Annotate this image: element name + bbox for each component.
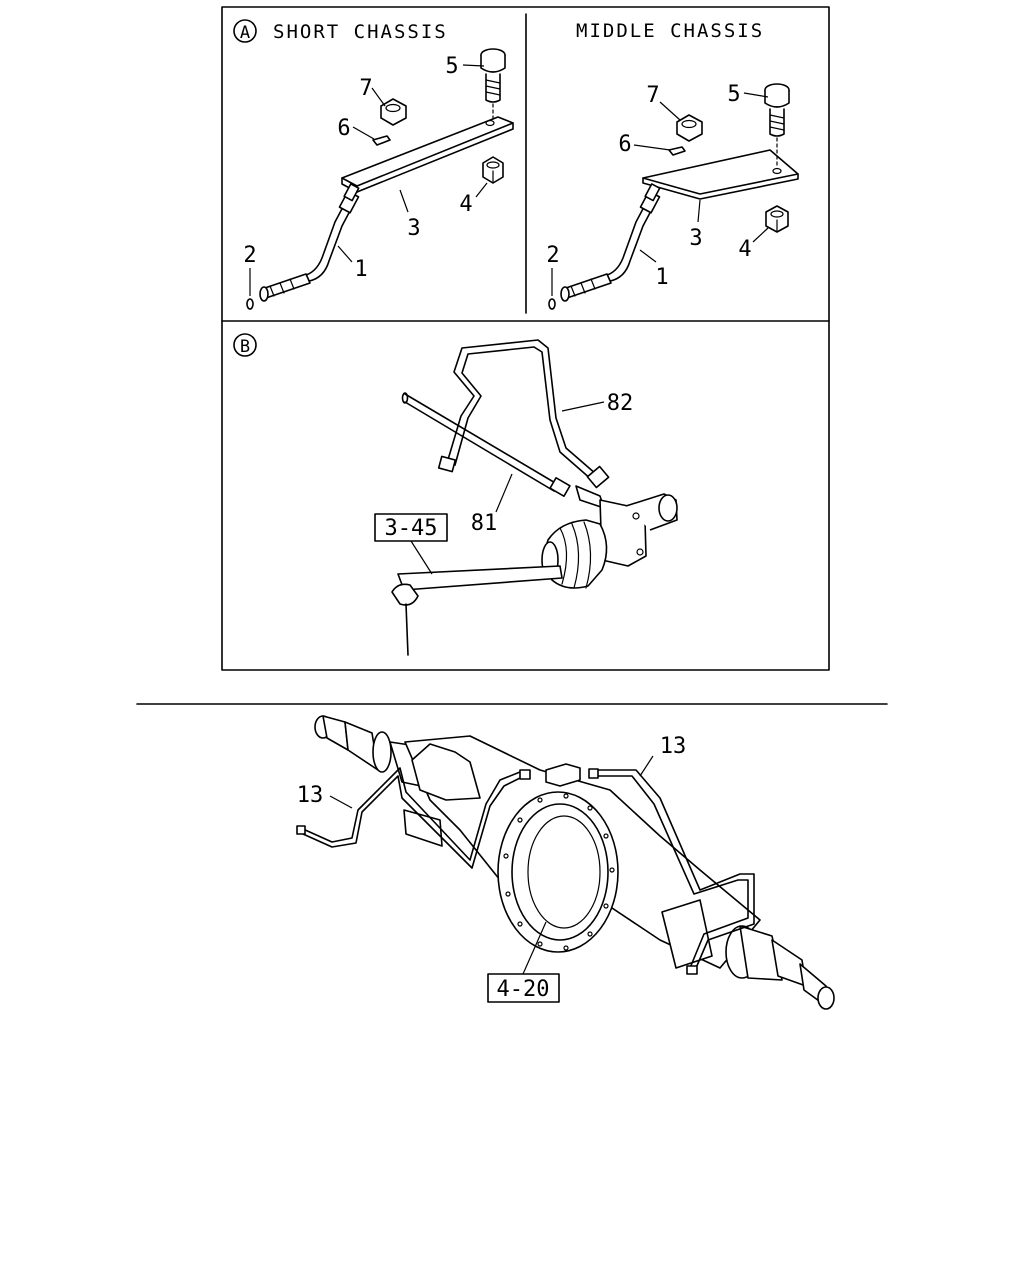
right-spindle-icon (739, 925, 835, 1010)
bracket-hole (485, 119, 495, 127)
washer-6-icon (372, 135, 391, 146)
breather-icon (545, 763, 581, 787)
upper-frame (221, 6, 830, 671)
hose-1-icon (259, 183, 360, 302)
callout-7: 7 (359, 76, 372, 101)
axle-assembly: 13 13 4-20 (296, 715, 835, 1010)
leader (743, 92, 769, 98)
banjo-ring (497, 791, 619, 953)
pipe-13-left-icon (296, 767, 531, 869)
leader (697, 199, 701, 223)
panel-a-short-chassis: A SHORT CHASSIS (233, 19, 514, 310)
leader (752, 227, 769, 243)
callout-1: 1 (655, 265, 668, 290)
leader (337, 245, 353, 263)
bracket-hole (772, 167, 782, 175)
callout-13-right: 13 (660, 734, 687, 759)
bracket-3-edge-2 (356, 122, 514, 193)
callout-4: 4 (459, 192, 472, 217)
panel-a-marker: A (240, 23, 250, 43)
middle-chassis-title: MIDDLE CHASSIS (576, 20, 764, 42)
callout-3: 3 (407, 216, 420, 241)
pipe-13-right-icon (588, 768, 755, 975)
leader (410, 540, 433, 575)
leader (639, 249, 657, 263)
panel-b-marker: B (240, 337, 250, 357)
callout-2: 2 (546, 243, 559, 268)
washer-6-icon (668, 146, 686, 156)
short-chassis-title: SHORT CHASSIS (273, 21, 448, 43)
banjo-opening (527, 815, 601, 929)
nut-7-icon (676, 114, 703, 142)
leader (399, 189, 409, 213)
leader (561, 401, 605, 412)
ref-3-45: 3-45 (385, 516, 438, 541)
hose-1-icon (560, 183, 661, 302)
leader (495, 473, 513, 513)
nut-4-icon (765, 205, 789, 233)
callout-6: 6 (337, 116, 350, 141)
leader (462, 64, 485, 67)
callout-2: 2 (243, 243, 256, 268)
pipe-82-icon (437, 339, 610, 489)
callout-81: 81 (471, 511, 498, 536)
callout-3: 3 (689, 226, 702, 251)
callout-5: 5 (727, 82, 740, 107)
nut-7-icon (380, 98, 407, 126)
panel-a-middle-chassis: MIDDLE CHASSIS (546, 20, 799, 310)
callout-13-left: 13 (297, 783, 324, 808)
lever-icon (391, 565, 563, 656)
leader (475, 182, 488, 198)
banjo-ring-inner (511, 803, 609, 941)
bolt-5-icon (480, 48, 506, 103)
panel-b-marker-circle (233, 333, 257, 357)
callout-4: 4 (738, 237, 751, 262)
callout-7: 7 (646, 83, 659, 108)
banjo-bolt-holes (503, 793, 615, 951)
callout-6: 6 (618, 132, 631, 157)
panel-a-marker-circle (233, 19, 257, 43)
leader (352, 126, 375, 140)
leader (639, 755, 654, 777)
leader (329, 795, 353, 809)
leader (633, 144, 671, 151)
callout-1: 1 (354, 257, 367, 282)
o-ring-2-icon (246, 298, 254, 310)
outer-frame (221, 6, 830, 671)
callout-82: 82 (607, 391, 634, 416)
callout-5: 5 (445, 54, 458, 79)
brake-chamber-icon (541, 485, 678, 589)
panel-b: B (233, 333, 678, 656)
o-ring-2-icon (548, 298, 556, 310)
bracket-right (661, 899, 713, 969)
bracket-left (403, 809, 443, 847)
nut-4-icon (482, 156, 504, 184)
leader (659, 101, 681, 121)
leader (522, 921, 547, 975)
bolt-5-icon (764, 83, 790, 137)
bracket-3-edge (642, 173, 799, 200)
ref-4-20: 4-20 (497, 977, 550, 1002)
pipe-81-icon (401, 392, 571, 497)
spring-seat-left (411, 743, 481, 801)
bracket-3-plate (642, 149, 799, 195)
leader (371, 87, 386, 107)
